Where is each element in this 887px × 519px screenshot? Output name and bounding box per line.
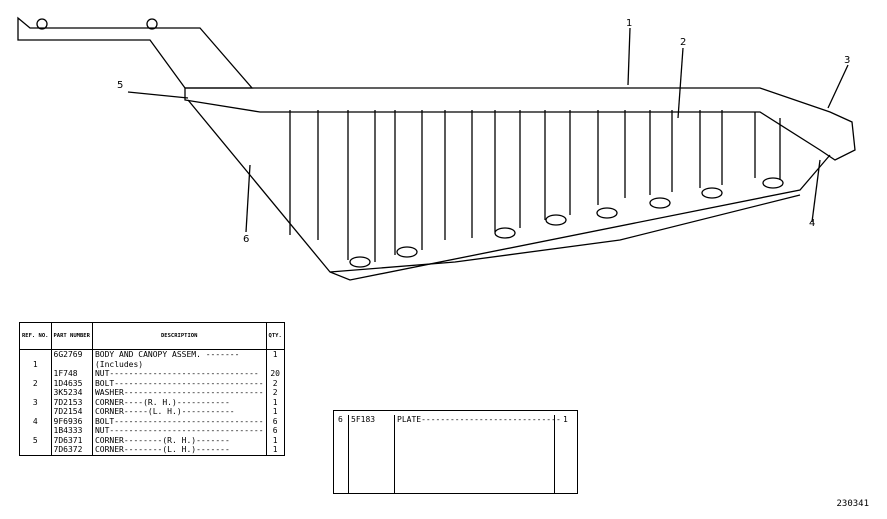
callout-1: 1 (626, 18, 633, 29)
callout-3: 3 (844, 55, 851, 66)
plate-ref: 6 (338, 415, 343, 424)
header-qty: QTY. (265, 322, 285, 350)
header-description: DESCRIPTION (91, 322, 267, 350)
callout-4: 4 (809, 218, 816, 229)
table-row: 1(Includes) (19, 359, 285, 369)
parts-table: REF. NO. PART NUMBER DESCRIPTION QTY. 6G… (19, 322, 285, 456)
header-part-number: PART NUMBER (50, 322, 93, 350)
plate-table: 6 5F183 PLATE---------------------------… (333, 410, 578, 494)
plate-description: PLATE----------------------------- (397, 415, 561, 424)
drawing-code: 230341 (836, 499, 869, 509)
plate-part-number: 5F183 (351, 415, 376, 424)
header-ref: REF. NO. (19, 322, 52, 350)
callout-2: 2 (680, 37, 687, 48)
callout-5: 5 (117, 80, 124, 91)
plate-qty: 1 (563, 415, 568, 424)
callout-6: 6 (243, 234, 250, 245)
